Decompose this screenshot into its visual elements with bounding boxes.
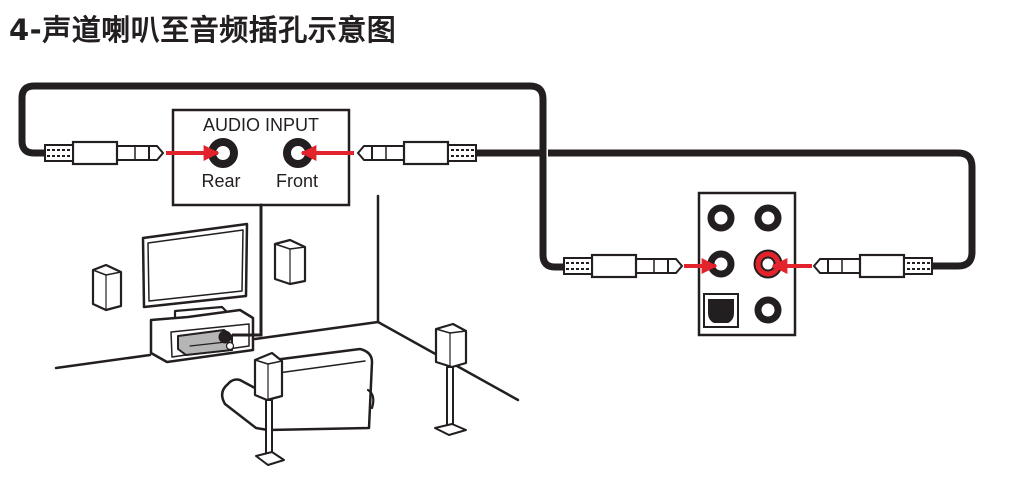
plug-rear-speaker-end: [43, 140, 165, 166]
audio-input-heading: AUDIO INPUT: [203, 115, 319, 135]
jack-label-rear: Rear: [201, 171, 240, 191]
optical-port[interactable]: [703, 293, 739, 328]
plug-front-speaker-end: [356, 140, 478, 166]
speaker-front-left: [91, 263, 123, 312]
plug-front-pc-end: [812, 253, 934, 279]
io-jack-top-left[interactable]: [707, 204, 735, 232]
plug-rear-pc-end: [562, 253, 684, 279]
page-title: 4-声道喇叭至音频插孔示意图: [9, 13, 397, 47]
cable-rear: [18, 82, 568, 271]
cable-front: [476, 149, 976, 270]
av-receiver: [177, 329, 235, 356]
io-jack-bottom-right[interactable]: [754, 296, 782, 324]
sofa: [220, 347, 375, 432]
io-jack-top-right[interactable]: [754, 204, 782, 232]
speaker-front-right: [273, 238, 307, 286]
audio-input-panel: AUDIO INPUT Rear Front: [171, 108, 351, 207]
jack-label-front: Front: [276, 171, 318, 191]
speaker-rear-right: [434, 322, 468, 436]
room-illustration: [54, 194, 520, 466]
speaker-rear-left: [253, 351, 285, 466]
tv: [141, 222, 249, 309]
